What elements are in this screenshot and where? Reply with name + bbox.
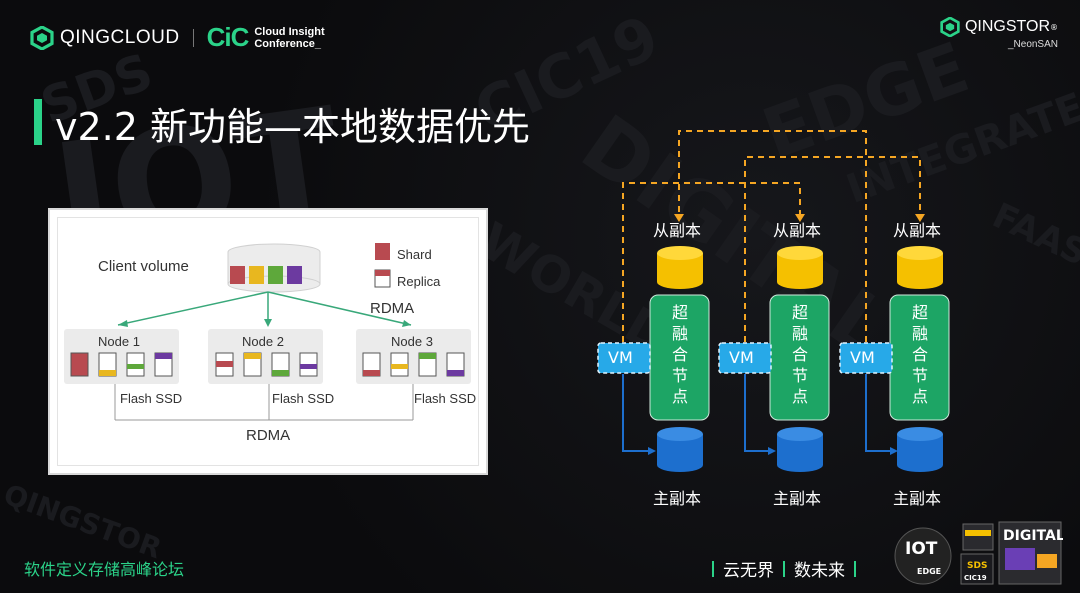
qingstor-hex-icon xyxy=(940,17,960,37)
badge-edge: EDGE xyxy=(917,567,941,576)
hyperconverged-nodes xyxy=(649,294,950,421)
legend-shard-label: Shard xyxy=(397,247,432,262)
flash-ssd-3-label: Flash SSD xyxy=(414,391,477,406)
vm-boxes xyxy=(597,342,893,374)
badge-sds: SDS xyxy=(967,561,987,571)
node3-box xyxy=(356,329,471,384)
cic-mark: CiC xyxy=(206,22,250,52)
node2-label: Node 2 xyxy=(242,334,284,349)
node2-disks xyxy=(215,352,318,377)
volume-shard-purple xyxy=(287,266,302,284)
arrow-to-node1 xyxy=(117,291,269,326)
slogan-part-1: 云无界 xyxy=(723,561,774,581)
legend-shard-swatch xyxy=(375,243,390,260)
legend-replica-label: Replica xyxy=(397,274,441,289)
rdma-top-label: RDMA xyxy=(370,300,415,317)
node2-box xyxy=(208,329,323,384)
header-logos: QINGCLOUD CiC Cloud Insight Conference_ xyxy=(30,22,325,53)
forum-label: 软件定义存储高峰论坛 xyxy=(24,560,185,579)
secondary-replica-cylinders xyxy=(657,246,943,289)
logo-divider xyxy=(192,28,194,47)
hyperconverged-node-label-1: 超融合节点 xyxy=(671,303,688,406)
secondary-replica-label-1: 从副本 xyxy=(653,221,702,240)
hyperconverged-node-label-2: 超融合节点 xyxy=(791,303,808,406)
qingcloud-hex-icon xyxy=(30,24,54,51)
cic-line1: Cloud Insight xyxy=(254,25,325,38)
vm-label-3: VM xyxy=(850,348,875,367)
rdma-bus-lines xyxy=(114,384,414,421)
flash-ssd-1-label: Flash SSD xyxy=(120,391,183,406)
qingcloud-logo-text: QINGCLOUD xyxy=(60,26,180,48)
node1-box xyxy=(64,329,179,384)
secondary-replica-label-2: 从副本 xyxy=(773,221,822,240)
hyperconverged-node-label-3: 超融合节点 xyxy=(911,303,928,406)
slogan: 云无界 数未来 xyxy=(712,556,856,581)
volume-shard-yellow xyxy=(249,266,264,284)
rdma-bottom-label: RDMA xyxy=(246,427,291,444)
trademark: ® xyxy=(1050,22,1058,32)
primary-replica-label-1: 主副本 xyxy=(653,489,702,508)
page-title: v2.2 新功能—本地数据优先 xyxy=(55,105,531,149)
cic-line2: Conference_ xyxy=(254,37,321,50)
secondary-replica-label-3: 从副本 xyxy=(893,221,942,240)
primary-replica-label-2: 主副本 xyxy=(773,489,822,508)
cic-logo: CiC Cloud Insight Conference_ xyxy=(207,22,325,53)
vm-label-2: VM xyxy=(729,348,754,367)
title-accent-bar xyxy=(34,99,42,145)
node1-label: Node 1 xyxy=(98,334,140,349)
badge-cic19: CIC19 xyxy=(964,574,987,582)
client-volume-label: Client volume xyxy=(98,258,189,275)
volume-shard-red xyxy=(230,266,245,284)
vm-label-1: VM xyxy=(608,348,633,367)
replication-arrowheads xyxy=(674,214,925,222)
replication-dashed-lines xyxy=(622,130,921,342)
node1-disks xyxy=(70,352,173,377)
node3-label: Node 3 xyxy=(391,334,433,349)
left-diagram-graphics xyxy=(64,243,471,421)
volume-shard-green xyxy=(268,266,283,284)
badge-iot: IOT xyxy=(905,539,938,559)
primary-replica-label-3: 主副本 xyxy=(893,489,942,508)
qingstor-logo-text: QINGSTOR xyxy=(964,18,1050,35)
node3-disks xyxy=(362,352,465,377)
badge-digital: DIGITAL xyxy=(1003,528,1063,544)
neonsan-label: _NeonSAN xyxy=(1007,39,1058,50)
primary-replica-cylinders xyxy=(657,427,943,472)
left-diagram-panel: Client volume Shard Replica RDMA Node 1 … xyxy=(48,208,488,475)
slogan-part-2: 数未来 xyxy=(794,561,845,581)
conference-badges-graphic: IOT EDGE SDS CIC19 DIGITAL xyxy=(894,521,1063,585)
flash-ssd-2-label: Flash SSD xyxy=(272,391,335,406)
arrow-to-node3 xyxy=(267,291,412,326)
vm-to-primary-lines xyxy=(622,374,890,452)
qingstor-logo: QINGSTOR® _NeonSAN xyxy=(940,17,1058,50)
